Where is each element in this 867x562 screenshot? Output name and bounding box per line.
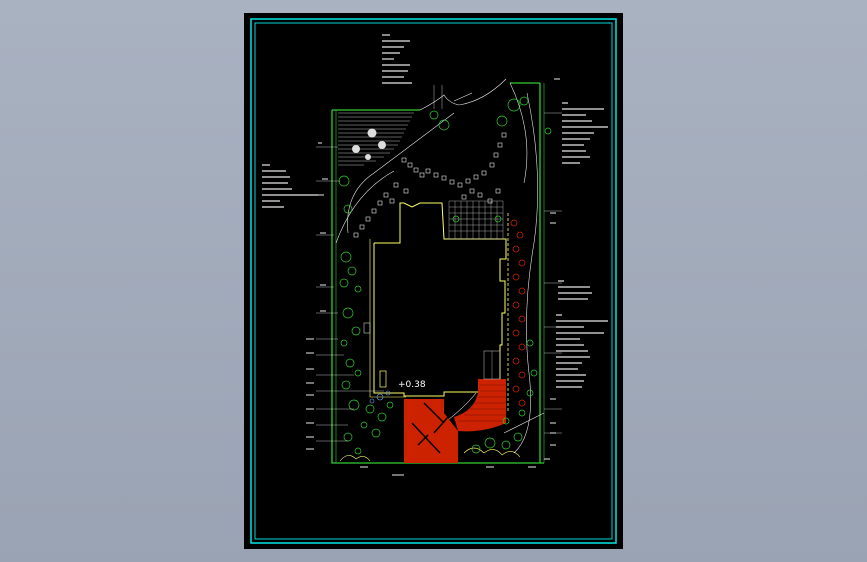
boundary-walls	[331, 82, 545, 464]
blue-shrubs	[369, 390, 391, 404]
round-table-icon	[352, 145, 360, 153]
legend-note-right-bottom	[556, 314, 608, 388]
site-plan-drawing: +0.38	[250, 18, 617, 544]
round-table-icon	[365, 154, 371, 160]
elevation-label: +0.38	[398, 380, 426, 390]
brick-paving	[404, 379, 506, 463]
paving-grid	[458, 384, 506, 422]
dimension-marks-right	[486, 78, 560, 468]
legend-note-right-mid	[558, 280, 592, 300]
building-outline	[369, 202, 507, 398]
legend-note-left	[262, 164, 318, 208]
bench-icon	[363, 322, 371, 334]
legend-note-top	[382, 34, 412, 84]
tree-symbol-icon	[494, 215, 502, 223]
tree-symbol-icon	[452, 215, 460, 223]
east-planting-bed	[510, 219, 526, 407]
cad-drawing-sheet: +0.38	[244, 13, 623, 549]
dimension-marks-left	[306, 142, 404, 476]
outer-frame	[250, 18, 617, 544]
bench-icon	[379, 370, 387, 388]
west-planting	[338, 96, 552, 455]
inner-frame	[254, 22, 613, 540]
round-table-icon	[367, 128, 377, 138]
south-planting	[339, 447, 521, 462]
stepping-stones	[353, 132, 507, 238]
legend-note-right-top	[562, 102, 608, 164]
grid-patio	[448, 200, 504, 240]
south-shrubs	[471, 339, 538, 454]
round-table-icon	[378, 141, 386, 149]
garden-path-edges	[335, 78, 545, 454]
hatched-deck	[338, 112, 414, 166]
